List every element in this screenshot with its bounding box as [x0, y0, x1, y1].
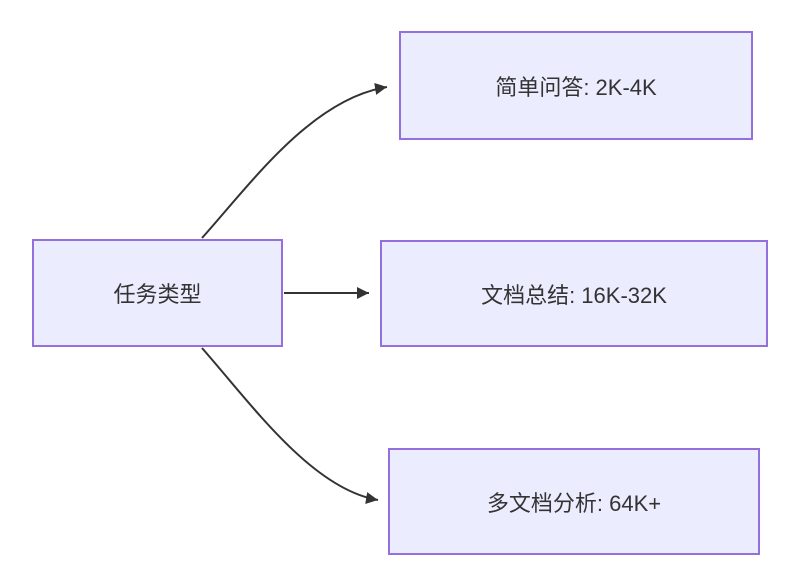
node-task-type-label: 任务类型	[113, 282, 202, 307]
node-task-type: 任务类型	[32, 239, 283, 347]
edge-root-to-multi-doc	[201, 347, 379, 504]
node-doc-summary-label: 文档总结: 16K-32K	[481, 282, 667, 308]
node-simple-qa-label: 简单问答: 2K-4K	[495, 74, 657, 100]
node-multi-doc: 多文档分析: 64K+	[388, 448, 760, 555]
node-simple-qa: 简单问答: 2K-4K	[399, 31, 753, 140]
node-multi-doc-label: 多文档分析: 64K+	[486, 490, 662, 516]
edge-root-to-simple-qa	[201, 82, 388, 239]
node-doc-summary: 文档总结: 16K-32K	[380, 240, 768, 347]
